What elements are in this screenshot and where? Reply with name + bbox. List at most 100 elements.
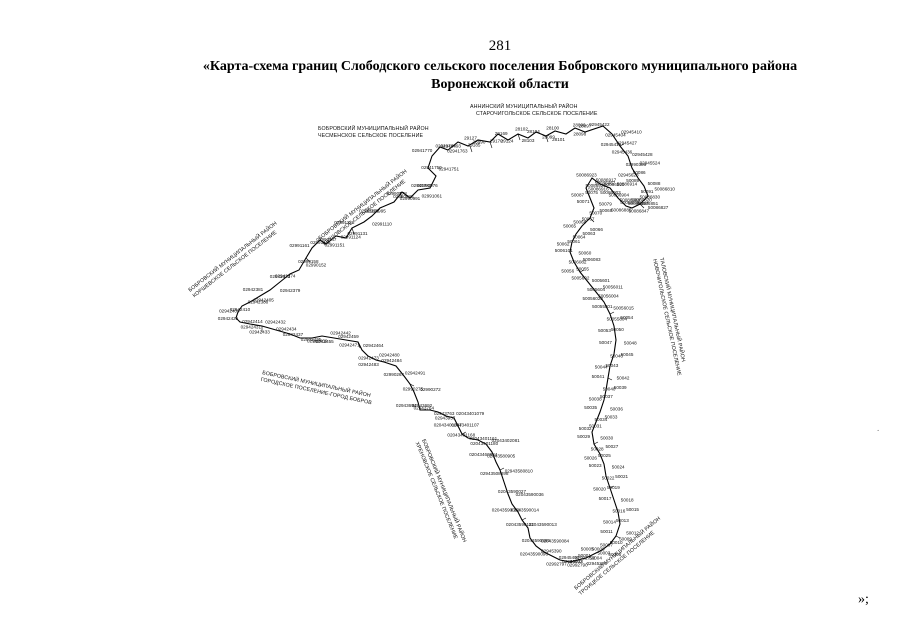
boundary-point-label: 50014 [603,519,616,524]
boundary-point-label: 29127 [464,135,477,140]
boundary-point-label: 28102 [515,126,528,131]
boundary-point-label: 50020 [593,487,606,492]
boundary-point-label: 50033 [605,414,618,419]
boundary-point-label: 02945433 [562,559,583,564]
boundary-point-label: 02043401161 [469,436,497,441]
boundary-point-label: 50091 [641,189,654,194]
boundary-point-label: 50030 [600,436,613,441]
boundary-point-label: 02991100 [359,209,380,214]
boundary-point-label: 5005602 [572,275,590,280]
boundary-point-label: 02942374 [275,274,296,279]
boundary-point-label: 50065 [563,224,576,229]
boundary-point-label: 02942379 [280,288,301,293]
boundary-point-label: 50061 [567,239,580,244]
boundary-point-label: 50010 [610,540,623,545]
boundary-point-label: 02043590088 [492,507,521,512]
closing-mark: »; [858,592,869,607]
boundary-point-label: 02990991 [400,196,421,201]
boundary-point-label: 28101 [552,137,565,142]
boundary-point-label: 50086916 [588,187,609,192]
boundary-point-label: 50071 [577,199,590,204]
boundary-point-label: 50056 [561,269,574,274]
boundary-point-label: 02945422 [589,122,610,127]
boundary-point-label: 50024 [612,465,625,470]
boundary-point-label: 02942381 [243,287,264,292]
boundary-point-label: 02990995 [365,209,386,214]
boundary-point-label: 50047 [599,340,612,345]
boundary-point-label: 28097 [579,124,592,129]
boundary-point-label: 50027 [606,444,619,449]
boundary-point-label: 02043590027 [498,489,527,494]
boundary-point-label: 50086830 [640,194,661,199]
boundary-point-label: 50034 [595,417,608,422]
boundary-point-label: 02043402081 [492,438,521,443]
boundary-point-label: 02991124 [341,235,362,240]
boundary-point-label: 50089 [626,178,639,183]
boundary-point-label: 02990152 [306,263,327,268]
region-label-line-2: ХРЕНОВСКОЕ СЕЛЬСКОЕ ПОСЕЛЕНИЕ [414,441,459,540]
boundary-point-label: 02942459 [338,334,359,339]
boundary-point-label: 02990978 [386,191,407,196]
boundary-point-label: 50075 [585,190,598,195]
boundary-point-label: 50004 [589,555,602,560]
boundary-point-label: 50086 [633,170,646,175]
boundary-point-label: 02942455 [313,339,334,344]
boundary-point-label: 50086845 [620,200,641,205]
boundary-point-label: 02990264 [384,372,405,377]
boundary-point-label: 50055801 [592,304,613,309]
title-line-1: «Карта-схема границ Слободского сельског… [202,59,798,74]
boundary-point-label: 02990976 [417,183,438,188]
boundary-point-label: 50086903 [600,190,621,195]
boundary-point-label: 02945524 [640,161,661,166]
boundary-point-label: 02942480 [379,353,400,358]
boundary-point-label: 50054 [620,315,633,320]
boundary-point-label: 28099 [542,135,555,140]
boundary-point-label: 50037 [600,394,613,399]
boundary-point-label: 50055 [576,266,589,271]
boundary-point-label: 02990275 [403,386,424,391]
boundary-point-label: 50023 [589,463,602,468]
boundary-point-label: 02991110 [372,221,392,226]
boundary-point-label: 50056004 [598,294,619,299]
region-label-line-2: ЧЕСМЕНСКОЕ СЕЛЬСКОЕ ПОСЕЛЕНИЕ [318,133,423,139]
boundary-line-east [559,125,649,563]
boundary-point-label: 02991149 [310,240,331,245]
boundary-point-label: 50040 [603,387,616,392]
boundary-point-label: 02043590121 [506,522,535,527]
boundary-point-label: 50086926 [586,183,607,188]
boundary-point-label: 50050 [611,327,624,332]
boundary-point-label: 29170 [490,139,503,144]
boundary-point-label: 02943508898 [480,471,509,476]
title-line-2: Воронежской области [431,77,569,92]
boundary-point-label: 50064 [573,234,586,239]
boundary-point-label: 50056020 [583,296,604,301]
boundary-point-label: 50086888 [620,198,641,203]
boundary-point-label: 02942414 [242,319,263,324]
region-label-line-1: БОБРОВСКИЙ МУНИЦИПАЛЬНЫЙ РАЙОН [420,438,469,544]
page-number: 281 [488,38,512,54]
boundary-point-label: 50048 [624,341,637,346]
boundary-point-label: 50042 [617,376,630,381]
boundary-point-label: 50086847 [629,209,650,214]
boundary-point-label: 02043590096 [520,551,549,556]
boundary-point-label: 28103 [522,138,535,143]
boundary-point-label: 02043590980 [522,538,551,543]
boundary-point-label: 50060 [579,250,592,255]
boundary-point-label: 02942437 [283,332,304,337]
boundary-point-label: 02043590013 [529,522,558,527]
boundary-point-label: 02941750 [421,165,442,170]
region-talovsky: ТАЛОВСКИЙ МУНИЦИПАЛЬНЫЙ РАЙОН НОВОЧИГОЛЬ… [651,257,688,377]
boundary-point-label: 50086917 [596,178,617,183]
boundary-point-label: 02942433 [249,330,270,335]
boundary-point-label: 50008 [592,547,605,552]
boundary-point-label: 5006101 [555,248,573,253]
boundary-point-label: 02942409 [219,308,240,313]
boundary-point-label: 02942483 [358,362,379,367]
boundary-point-label: 50013 [616,518,629,523]
boundary-point-label: 02943692 [412,403,433,408]
boundary-point-label: 02990386 [626,162,647,167]
boundary-point-label: 50018 [621,497,634,502]
boundary-point-label: 50086923 [576,172,597,177]
boundary-line-west [235,125,604,561]
